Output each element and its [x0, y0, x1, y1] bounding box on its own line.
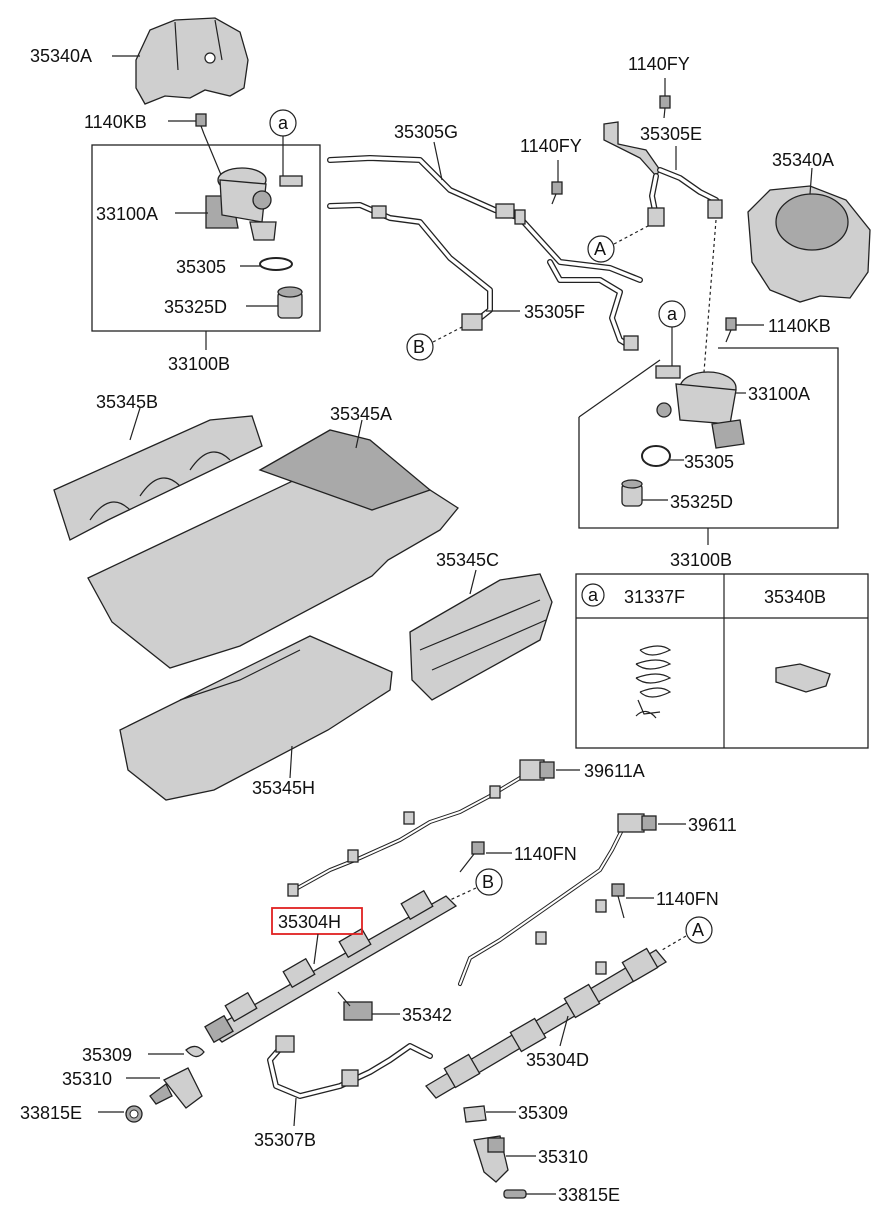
- fuel-pipe-35305G: [327, 155, 643, 283]
- label-35345C: 35345C: [436, 550, 499, 570]
- bracket-35340B-icon: [775, 663, 831, 693]
- clip-31337F-icon: [635, 645, 672, 719]
- label-1140FN-lower: 1140FN: [656, 889, 719, 909]
- insulator-35345A: [87, 429, 459, 669]
- callout-B-low: [475, 868, 503, 896]
- assembly-box-33100B-right: [578, 347, 839, 529]
- label-33100B-left: 33100B: [168, 354, 230, 374]
- seal-33815E-left: [125, 1105, 143, 1123]
- clip-35309-left: [185, 1045, 205, 1058]
- o-ring-35305-left: [259, 257, 293, 271]
- svg-text:B: B: [482, 872, 494, 892]
- bolt-1140FN-lower: [611, 883, 625, 919]
- legend-col-31337F: 31337F: [624, 587, 685, 607]
- fuel-pump-33100A-left: [205, 167, 303, 241]
- fuel-pipe-35305E: [603, 121, 723, 227]
- label-35304D: 35304D: [526, 1050, 589, 1070]
- label-35342: 35342: [402, 1005, 452, 1025]
- label-33815E-right: 33815E: [558, 1185, 620, 1205]
- bolt-1140FY-mid: [551, 181, 563, 205]
- callout-A-low: [685, 916, 713, 944]
- callout-B-mid: [406, 333, 434, 361]
- label-1140FN-upper: 1140FN: [514, 844, 577, 864]
- legend-col-35340B: 35340B: [764, 587, 826, 607]
- label-35305-left: 35305: [176, 257, 226, 277]
- svg-text:B: B: [413, 337, 425, 357]
- bolt-1140KB-right: [725, 317, 737, 343]
- injector-35310-right: [473, 1135, 509, 1183]
- label-33100B-right: 33100B: [670, 550, 732, 570]
- bolt-1140FY-top: [659, 95, 671, 119]
- label-1140FY-top: 1140FY: [628, 54, 690, 74]
- label-33815E-left: 33815E: [20, 1103, 82, 1123]
- label-35345H: 35345H: [252, 778, 315, 798]
- label-1140FY-mid: 1140FY: [520, 136, 582, 156]
- label-33100A-left: 33100A: [96, 204, 158, 224]
- insulator-35345C: [409, 573, 553, 701]
- label-35304H: 35304H: [278, 912, 341, 932]
- label-1140KB-right: 1140KB: [768, 316, 831, 336]
- insulator-35345B: [53, 415, 263, 541]
- fuel-pipe-35307B: [267, 1035, 433, 1099]
- label-35345A: 35345A: [330, 404, 392, 424]
- label-35309-right: 35309: [518, 1103, 568, 1123]
- engine-cover-right: [747, 185, 871, 303]
- label-35310-right: 35310: [538, 1147, 588, 1167]
- label-39611A: 39611A: [584, 761, 645, 781]
- tappet-35325D-right: [621, 479, 643, 507]
- label-35325D-left: 35325D: [164, 297, 227, 317]
- highlight-box-35304H: [271, 907, 363, 935]
- svg-text:A: A: [594, 239, 606, 259]
- label-35310-left: 35310: [62, 1069, 112, 1089]
- injector-35310-left: [149, 1067, 203, 1109]
- label-35345B: 35345B: [96, 392, 158, 412]
- label-35305G: 35305G: [394, 122, 458, 142]
- fuel-pipe-35305F: [327, 202, 639, 351]
- callout-A-mid: [587, 235, 615, 263]
- wiring-harness-39611: [458, 813, 657, 986]
- label-35325D-right: 35325D: [670, 492, 733, 512]
- fuel-rail-35304H: [204, 889, 458, 1044]
- pressure-sensor-35342: [337, 991, 373, 1021]
- svg-text:A: A: [692, 920, 704, 940]
- insulator-35345H: [119, 635, 393, 801]
- fuel-rail-35304D: [425, 947, 667, 1099]
- label-35305E: 35305E: [640, 124, 702, 144]
- bolt-1140FN-upper: [459, 841, 485, 873]
- label-35305-right: 35305: [684, 452, 734, 472]
- label-1140KB-left: 1140KB: [84, 112, 147, 132]
- tappet-35325D-left: [277, 286, 303, 319]
- label-33100A-right: 33100A: [748, 384, 810, 404]
- label-35307B: 35307B: [254, 1130, 316, 1150]
- seal-33815E-right: [503, 1189, 527, 1199]
- engine-cover-top-left: [135, 17, 249, 105]
- label-39611: 39611: [688, 815, 737, 835]
- label-35340A-right: 35340A: [772, 150, 834, 170]
- o-ring-35305-right: [641, 445, 671, 467]
- wiring-harness-39611A: [287, 759, 555, 897]
- legend-key-a: a: [588, 585, 599, 605]
- svg-text:a: a: [667, 304, 678, 324]
- bolt-1140KB-left: [195, 113, 207, 135]
- label-35309-left: 35309: [82, 1045, 132, 1065]
- svg-text:a: a: [278, 113, 289, 133]
- label-35305F: 35305F: [524, 302, 585, 322]
- label-35340A-top: 35340A: [30, 46, 92, 66]
- legend-table: [575, 573, 869, 749]
- fuel-pump-33100A-right: [655, 365, 745, 449]
- clip-35309-right: [463, 1105, 487, 1123]
